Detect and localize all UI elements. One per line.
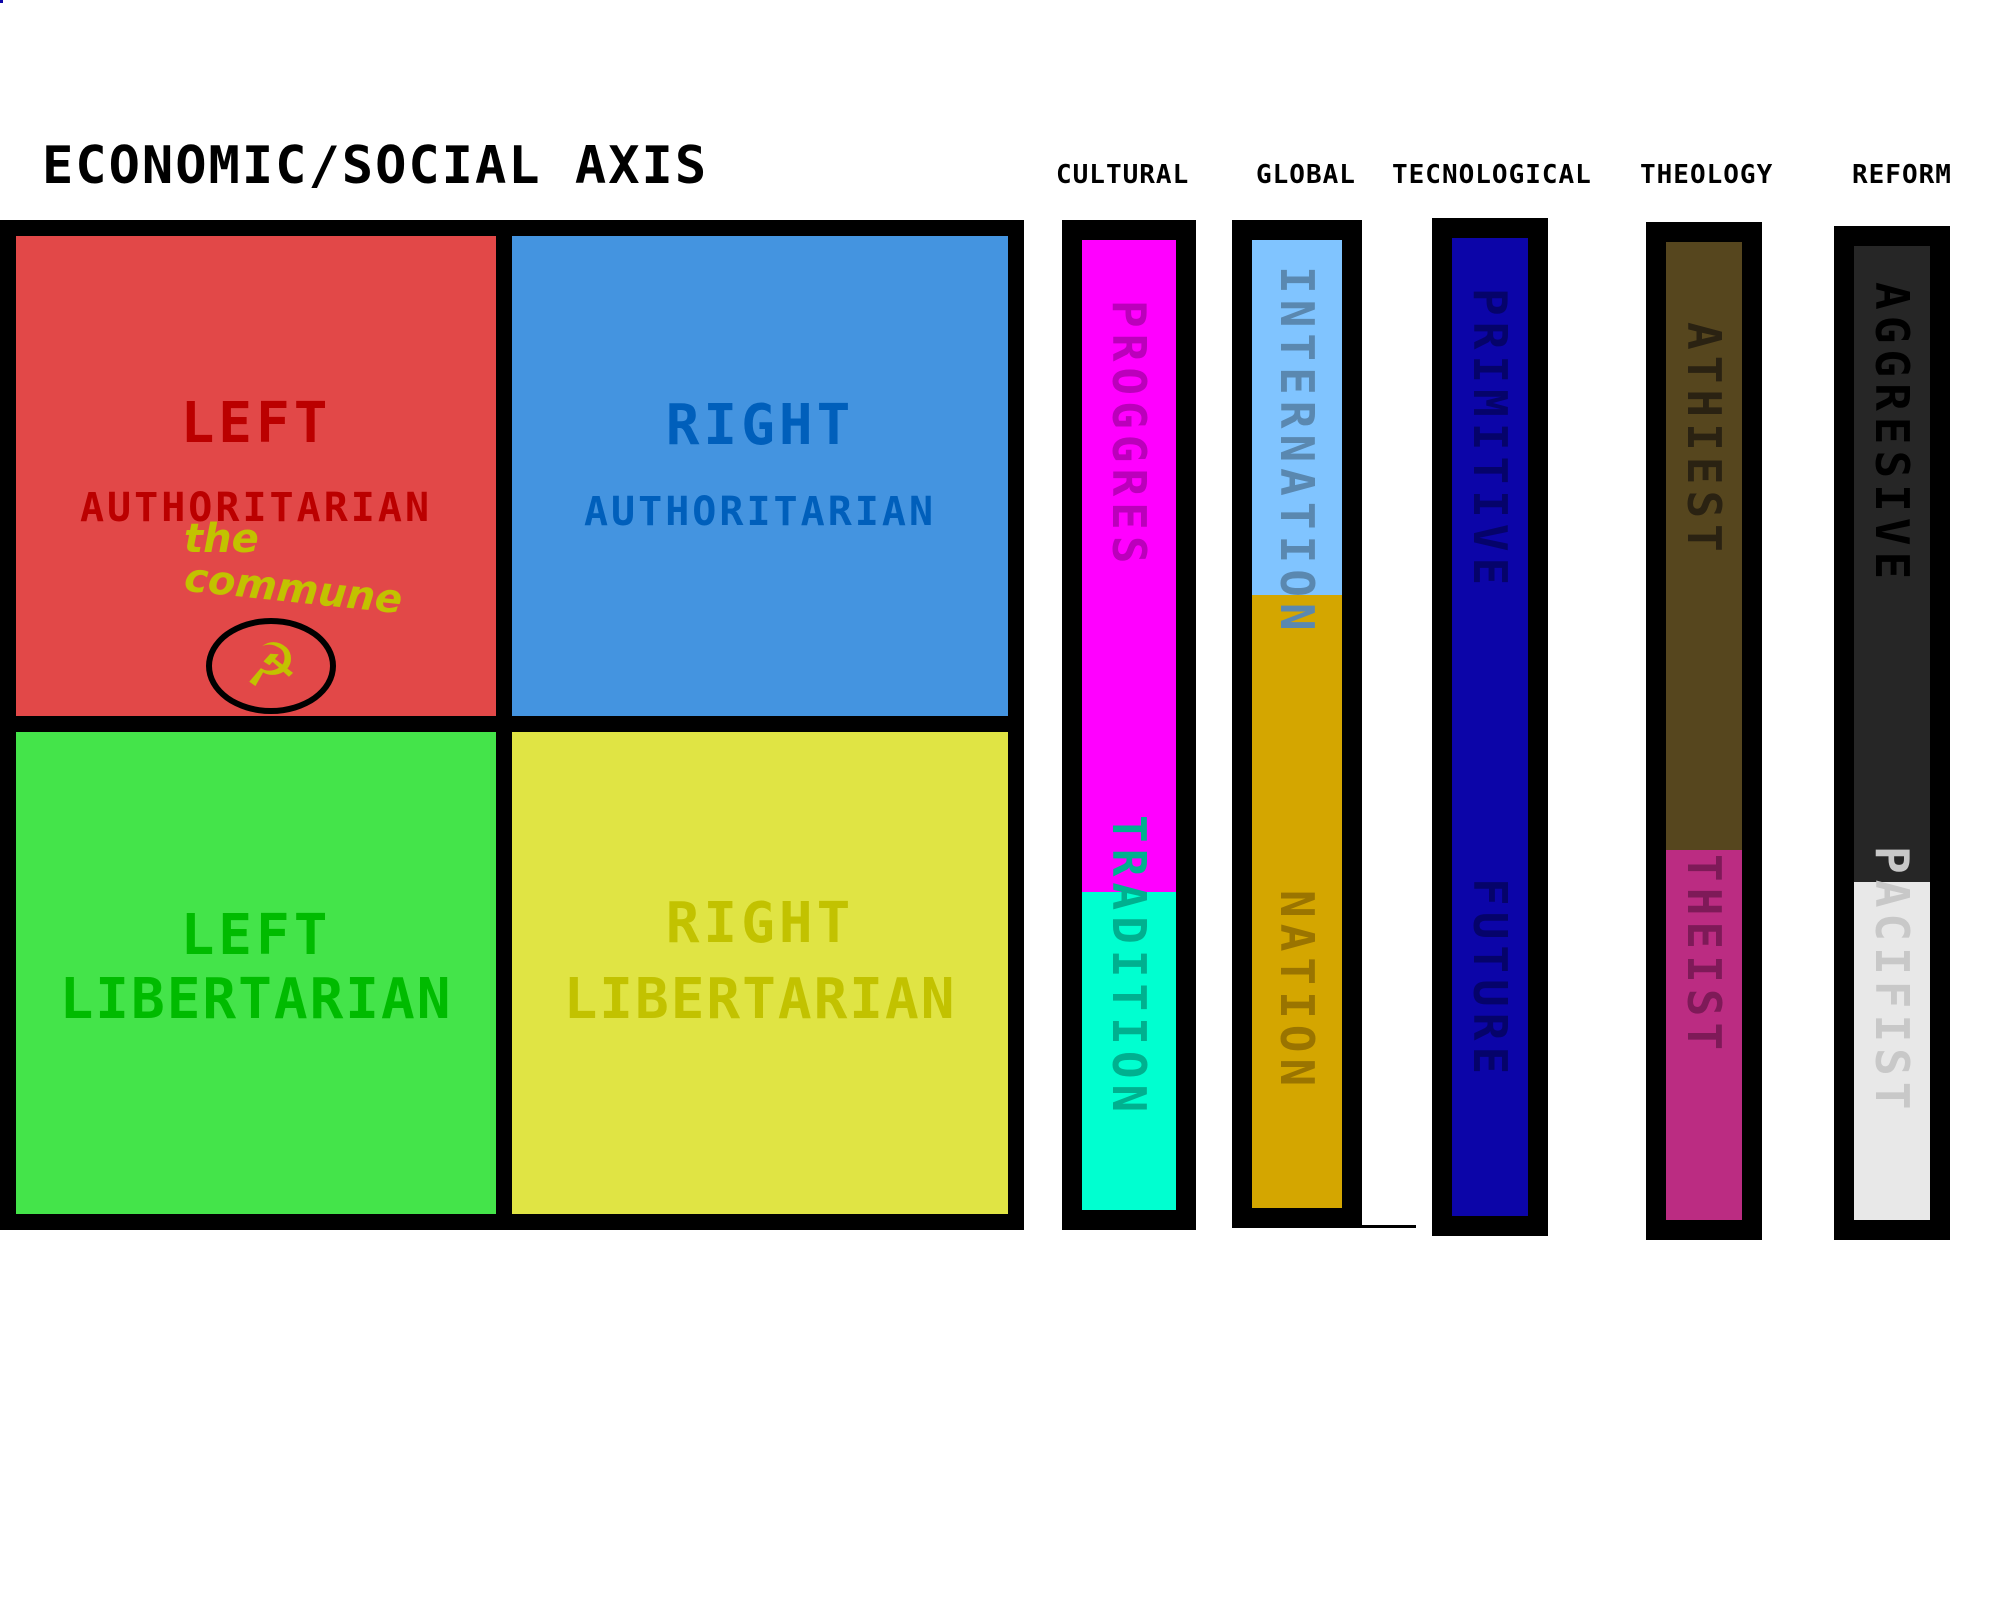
divider-line	[1362, 1225, 1416, 1228]
segment-aggresive[interactable]	[1854, 246, 1930, 882]
bar-label-bottom: TRADITION	[1102, 815, 1156, 1119]
annotation-the: the	[184, 516, 259, 562]
segment-tradition[interactable]	[1082, 892, 1176, 1210]
quadrant-right-libertarian[interactable]: RIGHT LIBERTARIAN	[512, 732, 1008, 1214]
segment-pacifist[interactable]	[1854, 882, 1930, 1220]
bar-label-top: ATHIEST	[1677, 322, 1731, 558]
label-global: GLOBAL	[1256, 160, 1356, 190]
quadrant-left-libertarian[interactable]: LEFT LIBERTARIAN	[16, 732, 496, 1214]
segment-internation[interactable]	[1252, 240, 1342, 595]
quadrant-label-line1: RIGHT	[665, 393, 855, 458]
quadrant-label-line2: AUTHORITARIAN	[79, 485, 433, 531]
quadrant-right-authoritarian[interactable]: RIGHT AUTHORITARIAN	[512, 236, 1008, 716]
corner-pixel	[0, 0, 3, 3]
segment-athiest[interactable]	[1666, 242, 1742, 850]
quadrant-label-line2: LIBERTARIAN	[563, 967, 957, 1032]
label-reform: REFORM	[1852, 160, 1952, 190]
bar-technological: PRIMITIVE FUTURE	[1432, 218, 1548, 1236]
hammer-sickle-circle: ☭	[206, 618, 336, 714]
bar-label-bottom: FUTURE	[1463, 878, 1517, 1081]
quadrant-label-line2: LIBERTARIAN	[59, 967, 453, 1032]
page-title: ECONOMIC/SOCIAL AXIS	[42, 136, 709, 196]
political-compass: LEFT AUTHORITARIAN the commune ☭ RIGHT A…	[0, 220, 1024, 1230]
bar-theology: ATHIEST THEIST	[1646, 222, 1762, 1240]
segment-nation[interactable]	[1252, 595, 1342, 1208]
quadrant-label-line2: AUTHORITARIAN	[583, 489, 937, 535]
bar-label-bottom: NATION	[1270, 890, 1324, 1093]
quadrant-label-line1: LEFT	[180, 391, 332, 456]
bar-cultural: PROGGRES TRADITION	[1062, 220, 1196, 1230]
bar-label-bottom: THEIST	[1677, 854, 1731, 1057]
annotation-commune: commune	[182, 554, 405, 624]
quadrant-label-line1: RIGHT	[665, 891, 855, 956]
bar-label-top: INTERNATION	[1270, 266, 1324, 637]
bar-reform: AGGRESIVE PACIFIST	[1834, 226, 1950, 1240]
bar-label-top: PRIMITIVE	[1463, 288, 1517, 592]
hammer-sickle-icon: ☭	[244, 631, 298, 701]
segment-future[interactable]	[1452, 728, 1528, 1216]
segment-progress[interactable]	[1082, 240, 1176, 892]
label-cultural: CULTURAL	[1056, 160, 1190, 190]
segment-theist[interactable]	[1666, 850, 1742, 1220]
bar-label-top: PROGGRES	[1102, 300, 1156, 570]
bar-global: INTERNATION NATION	[1232, 220, 1362, 1228]
bar-label-top: AGGRESIVE	[1865, 282, 1919, 586]
quadrant-label-line1: LEFT	[180, 903, 332, 968]
label-theology: THEOLOGY	[1640, 160, 1774, 190]
bar-label-bottom: PACIFIST	[1865, 846, 1919, 1116]
label-technological: TECNOLOGICAL	[1392, 160, 1592, 190]
quadrant-left-authoritarian[interactable]: LEFT AUTHORITARIAN the commune ☭	[16, 236, 496, 716]
segment-primitive[interactable]	[1452, 238, 1528, 728]
